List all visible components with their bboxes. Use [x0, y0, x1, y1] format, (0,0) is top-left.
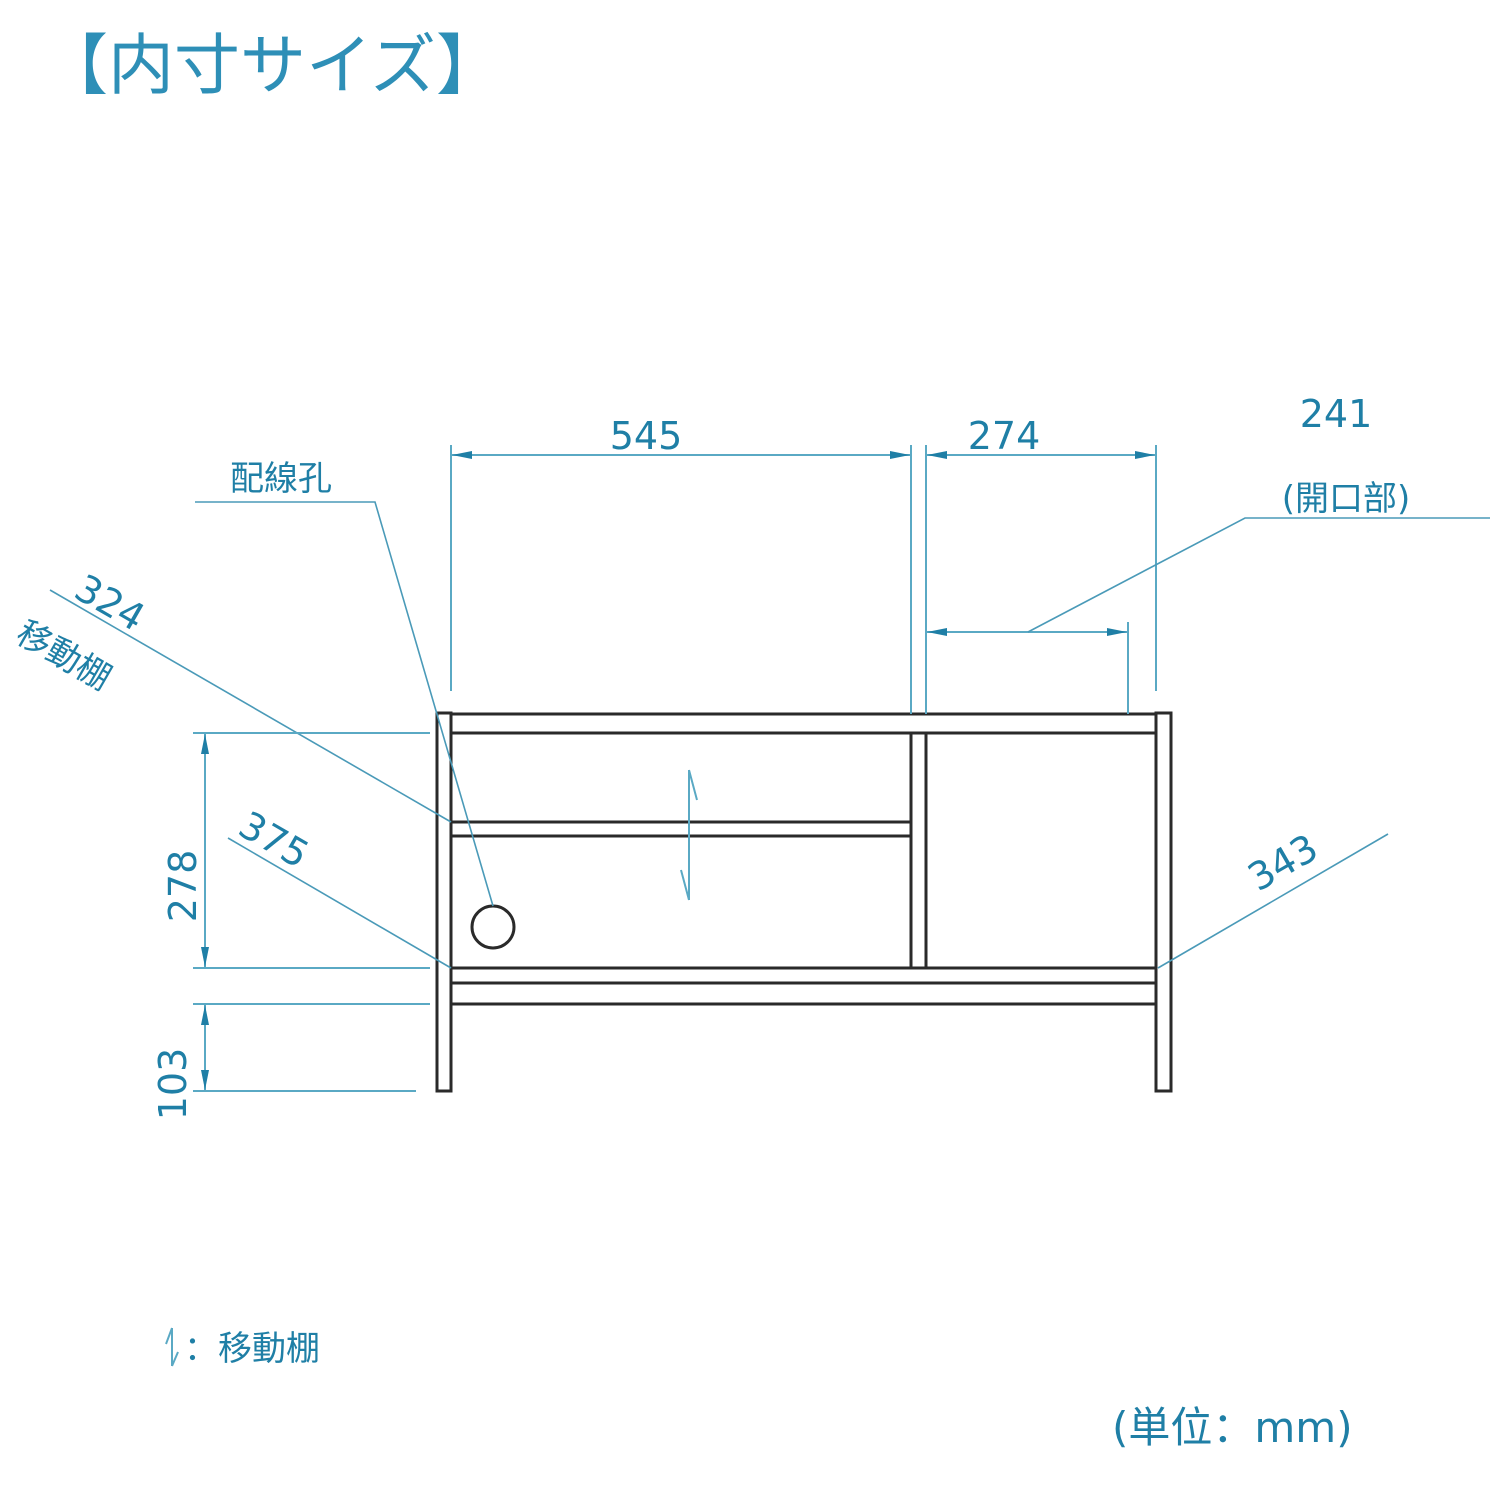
movable-shelf-label: 移動棚: [10, 613, 118, 699]
dim-545: 545: [610, 414, 683, 458]
wiring-hole-label: 配線孔: [230, 459, 332, 499]
dim-274: 274: [968, 414, 1041, 458]
dim-241: 241: [1300, 392, 1373, 436]
legend-movable-shelf-symbol-icon: [165, 1327, 179, 1367]
page-title: 【内寸サイズ】: [42, 27, 502, 104]
wiring-hole: [470, 904, 516, 950]
dim-103: 103: [151, 1048, 195, 1121]
left-post: [435, 711, 453, 1093]
right-post: [1154, 711, 1173, 1093]
opening-label: (開口部): [1282, 479, 1411, 519]
dim-343: 343: [1241, 825, 1326, 899]
movable-shelf-symbol-icon: [680, 769, 698, 901]
dim-375: 375: [232, 803, 317, 877]
legend-label: ：移動棚: [184, 1329, 320, 1369]
dim-278: 278: [161, 850, 205, 923]
dim-324: 324: [68, 566, 153, 640]
unit-label: (単位：mm): [1112, 1403, 1353, 1452]
cabinet-frame: [435, 711, 1173, 1093]
